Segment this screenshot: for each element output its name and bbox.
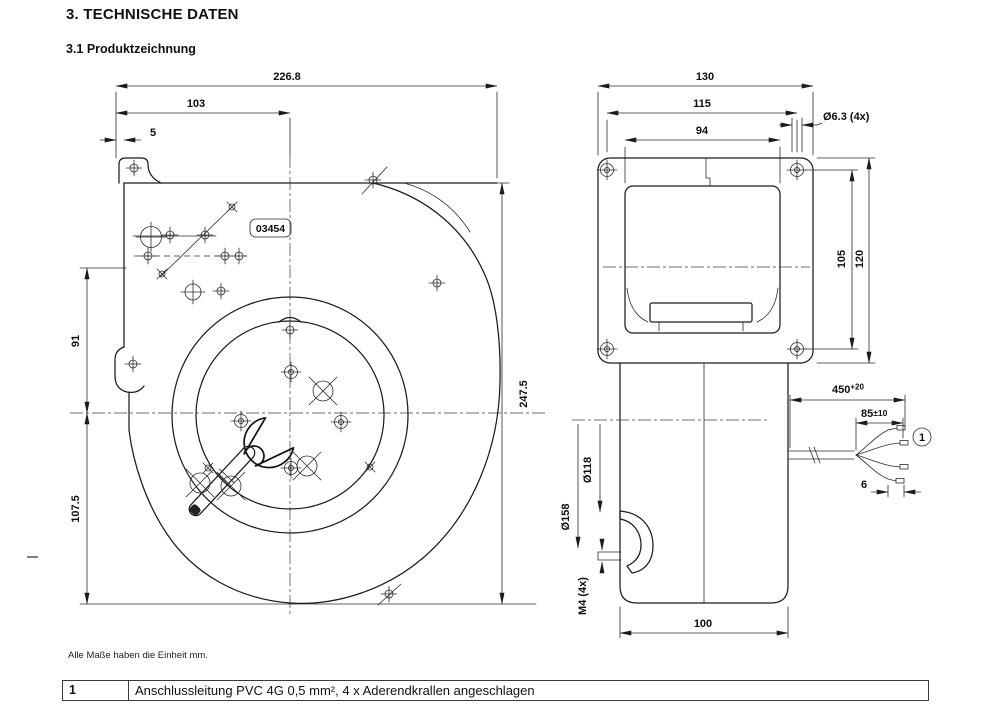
technical-drawing: 226.8 103 5 91 107.5 247.5 [27,71,932,639]
front-view-outline [114,157,501,605]
front-view: 226.8 103 5 91 107.5 247.5 [70,71,548,617]
dim-flange-height-label: 120 [854,250,866,268]
part-label-badge [249,218,292,238]
shaft-keyhole [243,416,295,469]
dim-lower-height-label: 107.5 [70,495,82,523]
dim-total-width-label: 226.8 [273,71,301,83]
parts-table-description-cell: Anschlussleitung PVC 4G 0,5 mm², 4 x Ade… [135,683,535,698]
dim-depth-label: 130 [696,71,714,83]
flange-plate [597,157,814,364]
balloon-circle [912,427,932,447]
outlet-block [649,302,753,323]
dim-housing-width-label: 94 [696,125,709,137]
dim-inlet-outer-dia-label: Ø158 [560,504,572,531]
page-title: 3. TECHNISCHE DATEN [66,6,239,23]
parts-table-ref-cell: 1 [63,681,129,700]
housing-profile [624,185,781,334]
dim-hole-spacing-h-label: 115 [693,98,711,110]
units-note: Alle Maße haben die Einheit mm. [68,650,208,661]
dim-hole-dia-label: Ø6.3 (4x) [823,111,870,123]
dim-total-height-label: 247.5 [518,380,530,408]
dim-upper-height-label: 91 [70,335,82,347]
dim-edge-offset-label: 5 [150,127,156,139]
dim-inlet-inner-dia-label: Ø118 [582,457,594,483]
side-view: 130 115 94 Ø6.3 (4x) [560,71,932,639]
part-label: 03454 [256,223,285,235]
dim-motor-width-label: 100 [694,618,712,630]
dim-hole-spacing-v-label: 105 [836,250,848,268]
dim-cable-length-label: 450+20 [832,383,864,397]
dim-strip-length-label: 85±10 [861,408,888,420]
capacitor [188,445,256,517]
balloon-ref: 1 [919,432,925,444]
dim-flange-width-label: 103 [187,98,205,110]
section-subtitle: 3.1 Produktzeichnung [66,42,196,56]
connection-cable [787,425,909,484]
dim-tip-length-label: 6 [861,479,867,491]
parts-table: 1 Anschlussleitung PVC 4G 0,5 mm², 4 x A… [62,680,929,701]
dim-thread-label: M4 (4x) [577,577,589,615]
inlet-lip-section [619,510,654,574]
